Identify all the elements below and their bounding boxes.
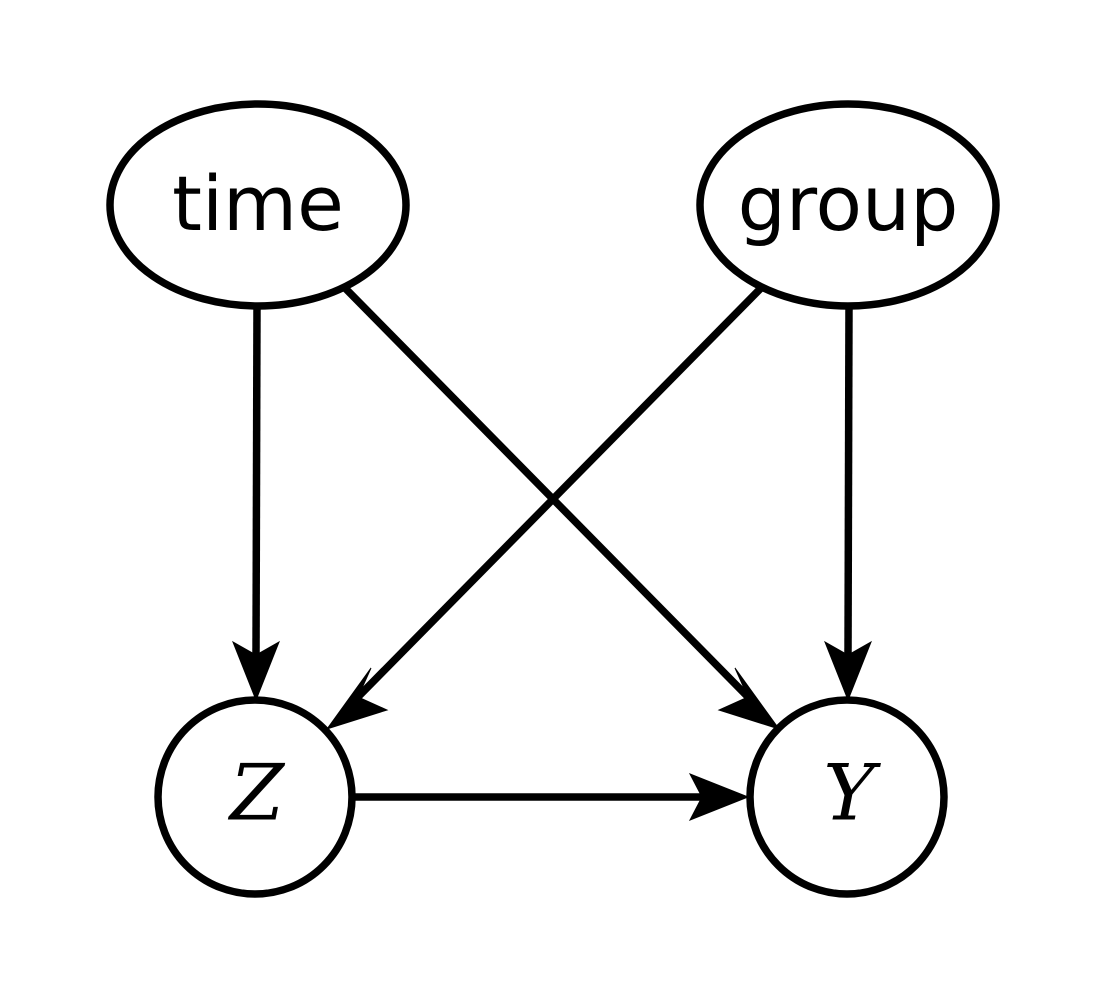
node-group[interactable]: group [696,100,1000,310]
edge-time-to-Y [342,285,781,730]
edge-time-to-Y-arrowhead [717,667,781,730]
node-Z[interactable]: Z [154,696,356,898]
node-time-ellipse[interactable] [106,100,410,310]
node-group-ellipse[interactable] [696,100,1000,310]
node-Z-circle[interactable] [154,696,356,898]
edge-time-to-Z-line [252,305,261,656]
edge-group-to-Y [824,305,872,702]
node-time[interactable]: time [106,100,410,310]
edge-Z-to-Y-arrowhead [688,773,750,821]
edge-group-to-Z-line [355,285,764,700]
edge-time-to-Z [232,305,280,702]
edge-group-to-Y-arrowhead [824,640,872,702]
edge-group-to-Z [325,285,764,730]
edge-Z-to-Y [352,773,750,821]
node-time-label: time [172,159,344,248]
node-Y[interactable]: Y [746,696,948,898]
node-group-label: group [738,159,959,248]
node-Z-label: Z [227,749,286,839]
node-Y-label: Y [823,749,881,839]
edge-group-to-Y-line [844,305,853,656]
edge-group-to-Z-arrowhead [325,667,389,730]
node-Y-circle[interactable] [746,696,948,898]
edge-time-to-Y-line [342,285,751,700]
edge-time-to-Z-arrowhead [232,640,280,702]
